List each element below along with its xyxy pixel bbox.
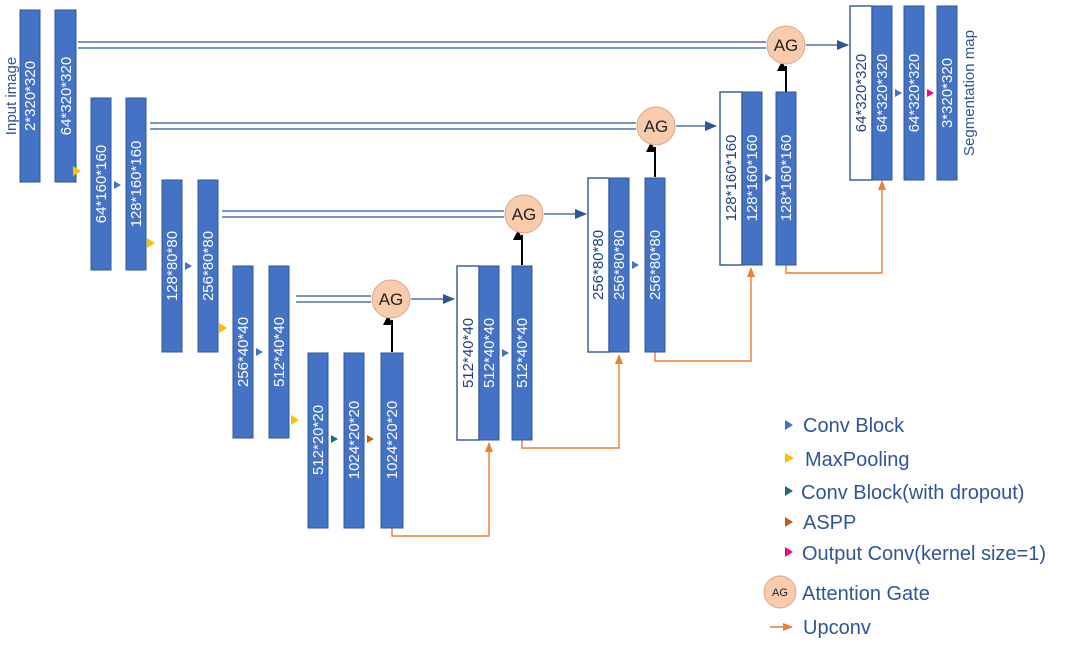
maxpooling-icon: [785, 453, 794, 463]
decoder-block-2: 128*160*160: [775, 91, 797, 266]
legend-label: Output Conv(kernel size=1): [802, 543, 1046, 565]
block-label: 128*80*80: [164, 231, 181, 301]
block-label: 256*80*80: [647, 230, 664, 300]
decoder-concat-block-2: 128*160*160 128*160*160: [719, 91, 763, 266]
block-label: 1024*20*20: [346, 401, 363, 479]
output-conv-marker: [927, 89, 934, 97]
segmentation-map-label: Segmentation map: [961, 30, 978, 156]
legend: Conv Block MaxPooling Conv Block(with dr…: [763, 415, 1046, 639]
decoder-concat-block-3: 256*80*80 256*80*80: [587, 177, 630, 353]
legend-label: Conv Block: [803, 415, 905, 437]
bottleneck-block-2: 1024*20*20: [343, 352, 365, 529]
attention-gate-4: AG: [371, 279, 411, 319]
encoder-block-6: 256*80*80: [197, 179, 219, 353]
block-label: 3*320*320: [939, 58, 956, 128]
ag-label: AG: [644, 117, 669, 136]
bottleneck-block-3: 1024*20*20: [380, 352, 404, 529]
block-label: 128*160*160: [723, 135, 740, 222]
encoder-block-8: 512*40*40: [268, 265, 290, 439]
output-conv-icon: [785, 547, 793, 557]
block-label: 64*320*320: [853, 54, 870, 132]
conv-block-marker: [256, 348, 263, 356]
conv-block-marker: [502, 349, 509, 357]
maxpooling-marker: [291, 415, 299, 425]
block-label: 256*40*40: [235, 317, 252, 387]
conv-dropout-marker: [331, 435, 338, 443]
block-label: 128*160*160: [128, 141, 145, 228]
skip-connection-level-1: [78, 40, 849, 50]
aspp-icon: [785, 517, 793, 527]
conv-block-icon: [785, 420, 793, 430]
decoder-concat-block-4: 512*40*40 512*40*40: [456, 265, 500, 441]
attention-gate-1: AG: [766, 25, 806, 65]
block-label: 128*160*160: [778, 135, 795, 222]
conv-block-marker: [114, 181, 121, 189]
legend-maxpooling: MaxPooling: [785, 449, 910, 471]
upconv-path-2: [654, 267, 755, 362]
attention-gate-3: AG: [504, 194, 544, 234]
block-label: 512*40*40: [460, 318, 477, 388]
decoder-block-1: 64*320*320: [903, 5, 925, 181]
legend-attention-gate: AG Attention Gate: [763, 575, 930, 609]
output-block: 3*320*320: [936, 5, 958, 181]
skip-connection-level-4: [296, 294, 455, 304]
block-label: 2*320*320: [22, 61, 39, 131]
block-label: 512*40*40: [514, 318, 531, 388]
conv-block-marker: [765, 174, 772, 182]
block-label: 1024*20*20: [384, 401, 401, 479]
block-label: 256*80*80: [590, 230, 607, 300]
encoder-block-5: 128*80*80: [161, 179, 183, 353]
ag-label: AG: [379, 290, 404, 309]
aspp-marker: [367, 435, 374, 443]
encoder-block-7: 256*40*40: [232, 265, 254, 439]
conv-block-marker: [185, 262, 192, 270]
decoder-concat-block-1: 64*320*320 64*320*320: [849, 5, 893, 181]
block-label: 512*40*40: [271, 317, 288, 387]
conv-dropout-icon: [785, 486, 793, 496]
decoder-block-3: 256*80*80: [644, 177, 666, 353]
encoder-block-2: 64*320*320: [54, 9, 77, 183]
maxpooling-marker: [147, 238, 155, 248]
maxpooling-marker: [219, 323, 227, 333]
legend-label: MaxPooling: [805, 449, 910, 471]
ag-label: AG: [774, 36, 799, 55]
legend-ag-icon-label: AG: [772, 587, 788, 599]
legend-conv-dropout: Conv Block(with dropout): [785, 482, 1024, 504]
upconv-path-3: [521, 354, 623, 449]
legend-conv-block: Conv Block: [785, 415, 905, 437]
legend-upconv: Upconv: [770, 617, 871, 639]
conv-block-marker: [895, 89, 902, 97]
block-label: 64*320*320: [906, 54, 923, 132]
conv-block-marker: [632, 261, 639, 269]
legend-label: Upconv: [803, 617, 871, 639]
upconv-path-4: [391, 442, 493, 537]
legend-label: Attention Gate: [802, 583, 930, 605]
attention-gate-icon: [763, 575, 797, 609]
legend-label: ASPP: [803, 512, 856, 534]
bottleneck-block-1: 512*20*20: [307, 352, 329, 529]
block-label: 512*20*20: [310, 405, 327, 475]
encoder-block-1: 2*320*320: [19, 9, 41, 183]
legend-output-conv: Output Conv(kernel size=1): [785, 543, 1046, 565]
legend-aspp: ASPP: [785, 512, 856, 534]
upconv-path-1: [785, 180, 886, 274]
attention-gate-2: AG: [636, 106, 676, 146]
encoder-block-3: 64*160*160: [90, 97, 112, 271]
decoder-block-4: 512*40*40: [511, 265, 533, 441]
maxpooling-marker: [73, 166, 81, 176]
block-label: 64*320*320: [874, 54, 891, 132]
encoder-block-4: 128*160*160: [125, 97, 147, 271]
block-label: 256*80*80: [200, 231, 217, 301]
skip-connection-level-3: [222, 209, 587, 219]
skip-connection-level-2: [150, 121, 717, 131]
ag-label: AG: [512, 205, 537, 224]
input-image-label: Input image: [3, 57, 20, 135]
legend-label: Conv Block(with dropout): [801, 482, 1024, 504]
block-label: 64*160*160: [93, 145, 110, 223]
block-label: 256*80*80: [611, 230, 628, 300]
block-label: 512*40*40: [481, 318, 498, 388]
block-label: 64*320*320: [58, 57, 75, 135]
block-label: 128*160*160: [744, 135, 761, 222]
